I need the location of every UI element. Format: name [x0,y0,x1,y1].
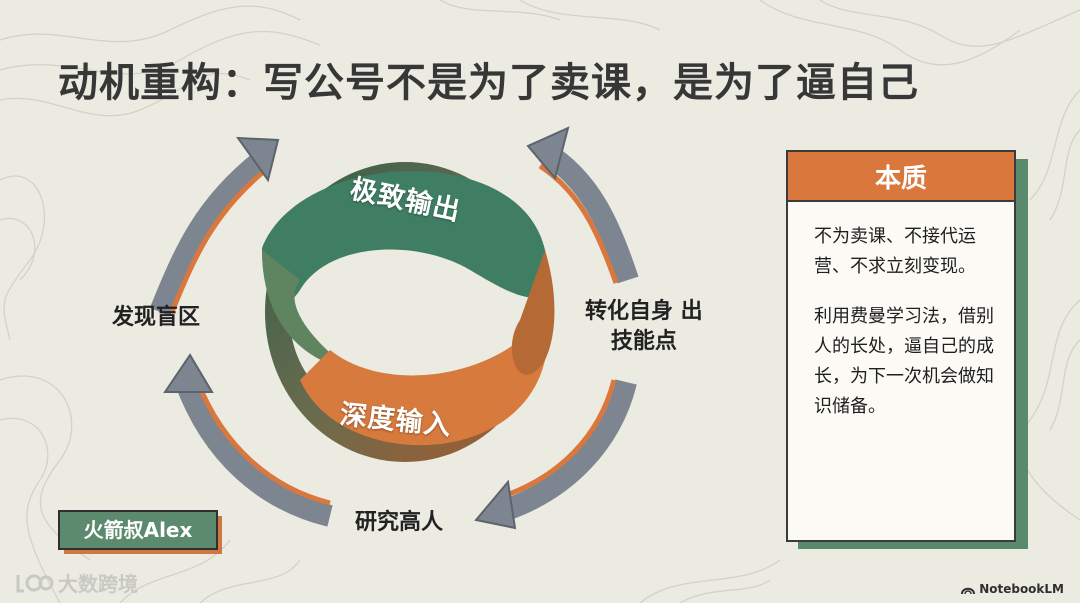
node-right-line2: 技能点 [610,329,677,354]
author-badge: 火箭叔Alex [58,510,218,550]
essence-card: 本质 不为卖课、不接代运营、不求立刻变现。 利用费曼学习法，借别人的长处，逼自己… [786,150,1016,542]
brand-text: NotebookLM [979,582,1064,596]
watermark-text: 大数跨境 [58,572,138,596]
node-bottom: 研究高人 [355,510,444,535]
node-left: 发现盲区 [112,305,201,330]
page-title: 动机重构：写公号不是为了卖课，是为了逼自己 [58,60,919,106]
card-paragraph-1: 不为卖课、不接代运营、不求立刻变现。 [814,226,976,277]
node-right-line1: 转化自身 出 [585,299,703,324]
arrow-top-left [149,136,280,317]
watermark-logo-icon [16,574,54,592]
card-paragraph-2: 利用费曼学习法，借别人的长处，逼自己的成长，为下一次机会做知识储备。 [814,306,994,417]
arrow-bottom-right [474,379,637,530]
watermark: 大数跨境 [14,568,138,597]
twisted-ring [262,162,555,462]
arrow-bottom-left [163,353,333,527]
arrow-top-right [526,126,639,284]
brand: NotebookLM [961,582,1064,596]
node-right: 转化自身 出 技能点 [585,297,703,357]
card-header: 本质 [788,152,1014,202]
notebooklm-logo-icon [961,587,976,595]
card-body: 不为卖课、不接代运营、不求立刻变现。 利用费曼学习法，借别人的长处，逼自己的成长… [788,202,1014,422]
